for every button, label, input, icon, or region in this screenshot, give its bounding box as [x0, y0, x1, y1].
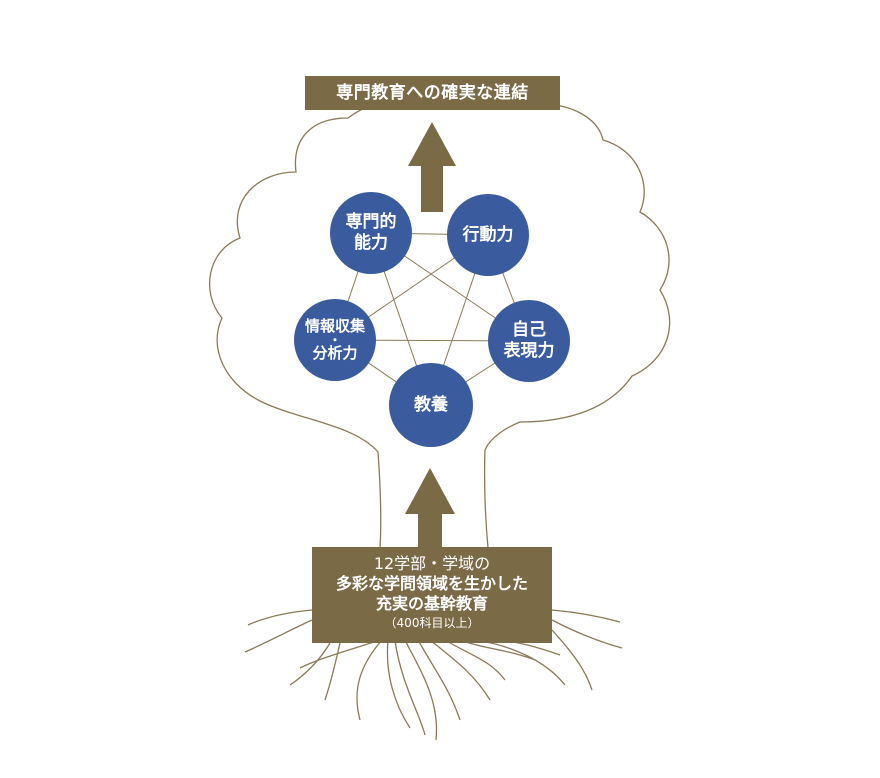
node-kodo: 行動力	[447, 194, 529, 276]
node-senmon: 専門的 能力	[330, 192, 412, 274]
node-joho: 情報収集 ・ 分析力	[294, 299, 376, 381]
node-joho-line1: 情報収集	[304, 317, 365, 335]
foundation-note: （400科目以上）	[384, 616, 480, 630]
node-jiko: 自己 表現力	[488, 300, 570, 382]
node-kyoyo: 教養	[389, 363, 473, 447]
node-joho-line2: 分析力	[312, 344, 358, 362]
node-jiko-line2: 表現力	[503, 341, 555, 361]
node-jiko-line1: 自己	[512, 320, 546, 340]
top-label: 専門教育への確実な連結	[336, 83, 529, 103]
top-label-box: 専門教育への確実な連結	[305, 76, 560, 110]
node-kodo-line1: 行動力	[462, 224, 514, 245]
foundation-line1: 12学部・学域の	[373, 554, 491, 573]
node-joho-sep: ・	[328, 333, 341, 347]
foundation-box: 12学部・学域の 多彩な学問領域を生かした 充実の基幹教育 （400科目以上）	[312, 547, 552, 643]
node-senmon-line2: 能力	[354, 233, 388, 253]
foundation-line3: 充実の基幹教育	[375, 594, 488, 613]
node-kyoyo-line1: 教養	[414, 394, 448, 415]
arrow-up-icon	[408, 122, 456, 212]
foundation-line2: 多彩な学問領域を生かした	[335, 574, 528, 593]
arrow-up-icon	[405, 468, 455, 549]
node-senmon-line1: 専門的	[345, 212, 397, 232]
